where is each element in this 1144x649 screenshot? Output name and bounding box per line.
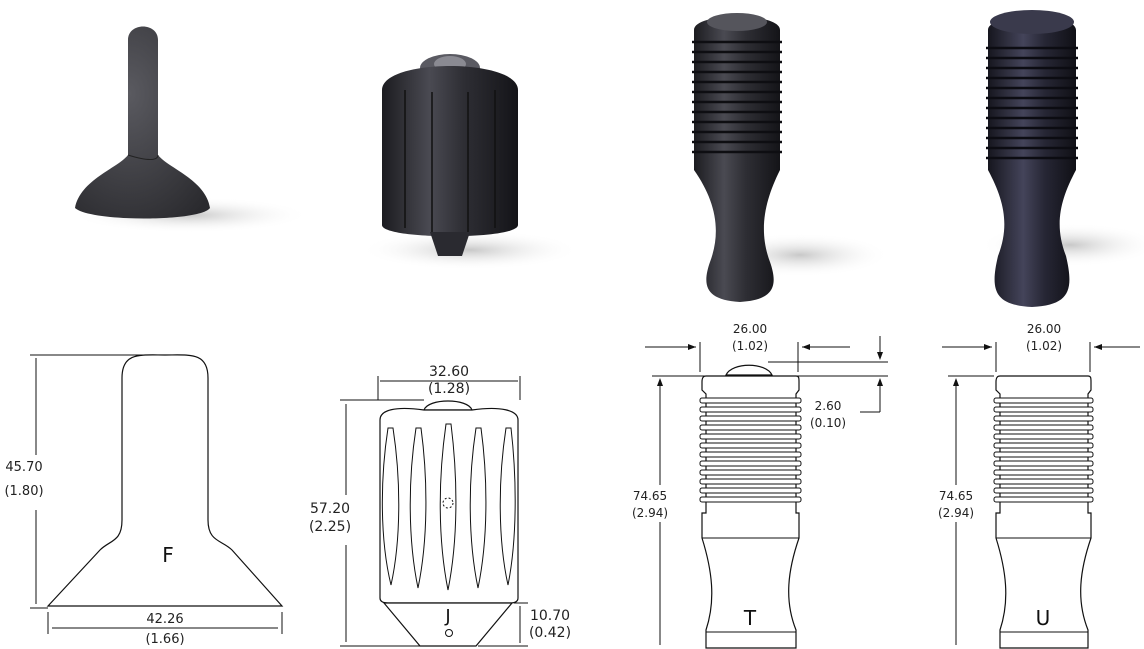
dim-f-width: 42.26 xyxy=(146,612,183,627)
dim-t-cap: 2.60 xyxy=(815,399,842,413)
dim-u-height: 74.65 xyxy=(939,489,973,503)
label-t: T xyxy=(743,606,757,630)
outline-f xyxy=(46,354,284,607)
dim-t-width-in: (1.02) xyxy=(732,339,768,353)
photo-knob-f xyxy=(70,26,310,233)
photo-knob-j xyxy=(360,54,580,270)
dim-f-height-in: (1.80) xyxy=(4,484,43,499)
outline-t-dome xyxy=(725,364,773,376)
drawing-knob-f: 45.70 (1.80) 42.26 (1.66) F xyxy=(4,354,284,647)
outline-j-tip xyxy=(382,602,514,647)
dim-j-width-in: (1.28) xyxy=(428,381,470,397)
dim-f-width-in: (1.66) xyxy=(145,632,184,647)
outline-j-top xyxy=(423,400,473,411)
photo-knob-u xyxy=(980,10,1144,307)
dim-t-height: 74.65 xyxy=(633,489,667,503)
drawing-knob-j: 32.60 (1.28) 57.20 (2.25) 10.70 (0.42) J xyxy=(309,364,571,647)
drawing-knob-u: 26.00 (1.02) 74.65 (2.94) U xyxy=(938,322,1140,649)
label-j: J xyxy=(444,606,450,627)
label-f: F xyxy=(162,543,174,567)
dim-j-tip-in: (0.42) xyxy=(529,625,571,641)
outline-j-body xyxy=(379,407,519,604)
dim-j-tip: 10.70 xyxy=(530,608,570,624)
dim-t-cap-in: (0.10) xyxy=(810,416,846,430)
label-u: U xyxy=(1036,606,1051,630)
dim-f-height: 45.70 xyxy=(5,460,42,475)
dim-u-height-in: (2.94) xyxy=(938,506,974,520)
dim-u-width: 26.00 xyxy=(1027,322,1061,336)
dim-t-width: 26.00 xyxy=(733,322,767,336)
dim-u-width-in: (1.02) xyxy=(1026,339,1062,353)
dim-j-height-in: (2.25) xyxy=(309,519,351,535)
dim-j-height: 57.20 xyxy=(310,501,350,517)
dim-t-height-in: (2.94) xyxy=(632,506,668,520)
drawing-knob-t: 26.00 (1.02) 2.60 (0.10) 74.65 (2.94) T xyxy=(632,322,888,649)
dim-j-width: 32.60 xyxy=(429,364,469,380)
photo-knob-t xyxy=(692,13,890,302)
